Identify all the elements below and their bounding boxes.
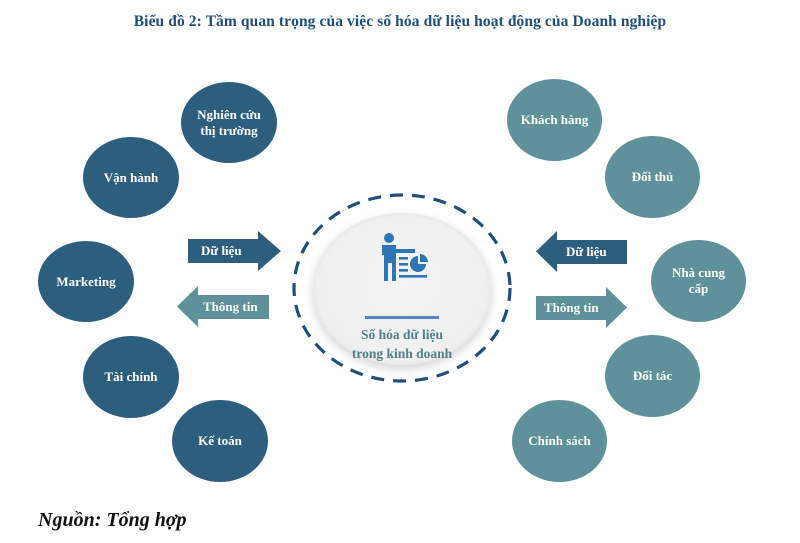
node-policies: Chính sách [512,400,607,482]
arrow-data-in-right: Dữ liệu [536,231,627,272]
node-competitors: Đối thủ [605,136,700,218]
center-divider [365,316,439,319]
node-partners: Đối tác [605,335,700,417]
node-market-research: Nghiên cứu thị trường [181,82,277,163]
node-marketing: Marketing [38,241,134,322]
node-accounting: Kế toán [172,400,268,482]
node-label: Vận hành [103,169,159,185]
arrow-info-out-left: Thông tin [177,286,269,327]
node-label: Kế toán [198,433,242,448]
presentation-chart-icon [382,233,428,281]
source-note: Nguồn: Tổng hợp [38,509,187,531]
center-hub: Số hóa dữ liệu trong kinh doanh [290,190,514,386]
node-label: Đối tác [632,368,673,383]
node-customers: Khách hàng [507,79,602,161]
arrow-left-shape [177,286,269,327]
arrow-left-shape [536,231,627,272]
node-label: Tài chính [104,369,158,384]
node-label: Nghiên cứu thị trường [197,106,261,138]
arrow-data-in-left: Dữ liệu [188,231,281,271]
center-disc: Số hóa dữ liệu trong kinh doanh [313,213,491,365]
center-label-line2: trong kinh doanh [351,346,453,361]
arrow-info-out-right: Thông tin [536,287,627,328]
dashed-ring [292,193,512,383]
node-label: Nhà cung cấp [671,265,726,296]
node-label: Đối thủ [631,169,674,184]
node-label: Chính sách [528,433,591,448]
arrow-label: Dữ liệu [201,243,242,258]
arrow-label: Thông tin [203,299,258,314]
node-label: Marketing [56,273,116,289]
arrow-right-shape [536,287,627,328]
center-label: Số hóa dữ liệu trong kinh doanh [313,325,491,363]
arrow-label: Dữ liệu [566,244,607,259]
node-label: Khách hàng [520,112,589,127]
node-suppliers: Nhà cung cấp [651,240,746,322]
center-label-line1: Số hóa dữ liệu [360,327,443,342]
node-operations: Vận hành [83,137,179,218]
arrow-right-shape [188,231,281,271]
node-finance: Tài chính [83,336,179,418]
arrow-label: Thông tin [544,300,599,315]
diagram-title: Biểu đồ 2: Tầm quan trọng của việc số hó… [133,13,667,30]
